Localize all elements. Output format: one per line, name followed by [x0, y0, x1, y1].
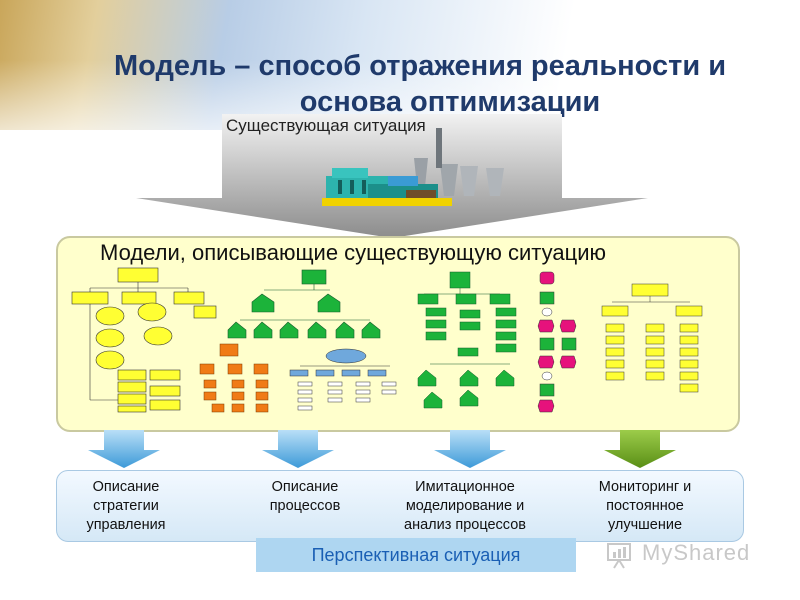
models-panel-title: Модели, описывающие существующую ситуаци…: [100, 240, 606, 265]
arrow-monitoring: [604, 430, 676, 468]
strategy-tree-diagram: [71, 267, 217, 413]
power-plant-illustration: [322, 128, 504, 206]
orange-process-diagram: [199, 343, 269, 413]
watermark-logo-icon: [607, 543, 631, 569]
output-monitoring-label: Мониторинг и постоянное улучшение: [598, 479, 692, 533]
pink-green-flow-diagram: [537, 271, 577, 413]
slide-title-line1: Модель – способ отражения реальности и: [113, 50, 727, 82]
slide-title: Модель – способ отражения реальности и о…: [60, 48, 780, 120]
output-processes-label: Описание процессов: [269, 479, 341, 514]
perspective-situation-label: Перспективная ситуация: [256, 538, 576, 572]
watermark-text: MyShared: [642, 540, 751, 565]
arrow-processes: [262, 430, 334, 468]
yellow-table-diagram: [601, 283, 703, 393]
current-situation-label: Существующая ситуация: [226, 116, 426, 135]
output-strategy-label: Описание стратегии управления: [86, 479, 166, 533]
outputs-panel: [56, 470, 744, 542]
green-tree-diagram: [417, 271, 517, 409]
slide-title-line2: основа оптимизации: [299, 86, 601, 118]
arrow-simulation: [434, 430, 506, 468]
output-simulation-label: Имитационное моделирование и анализ проц…: [404, 479, 526, 533]
arrow-strategy: [88, 430, 160, 468]
blue-org-chart-diagram: [289, 348, 397, 411]
green-hierarchy-diagram: [227, 269, 381, 339]
